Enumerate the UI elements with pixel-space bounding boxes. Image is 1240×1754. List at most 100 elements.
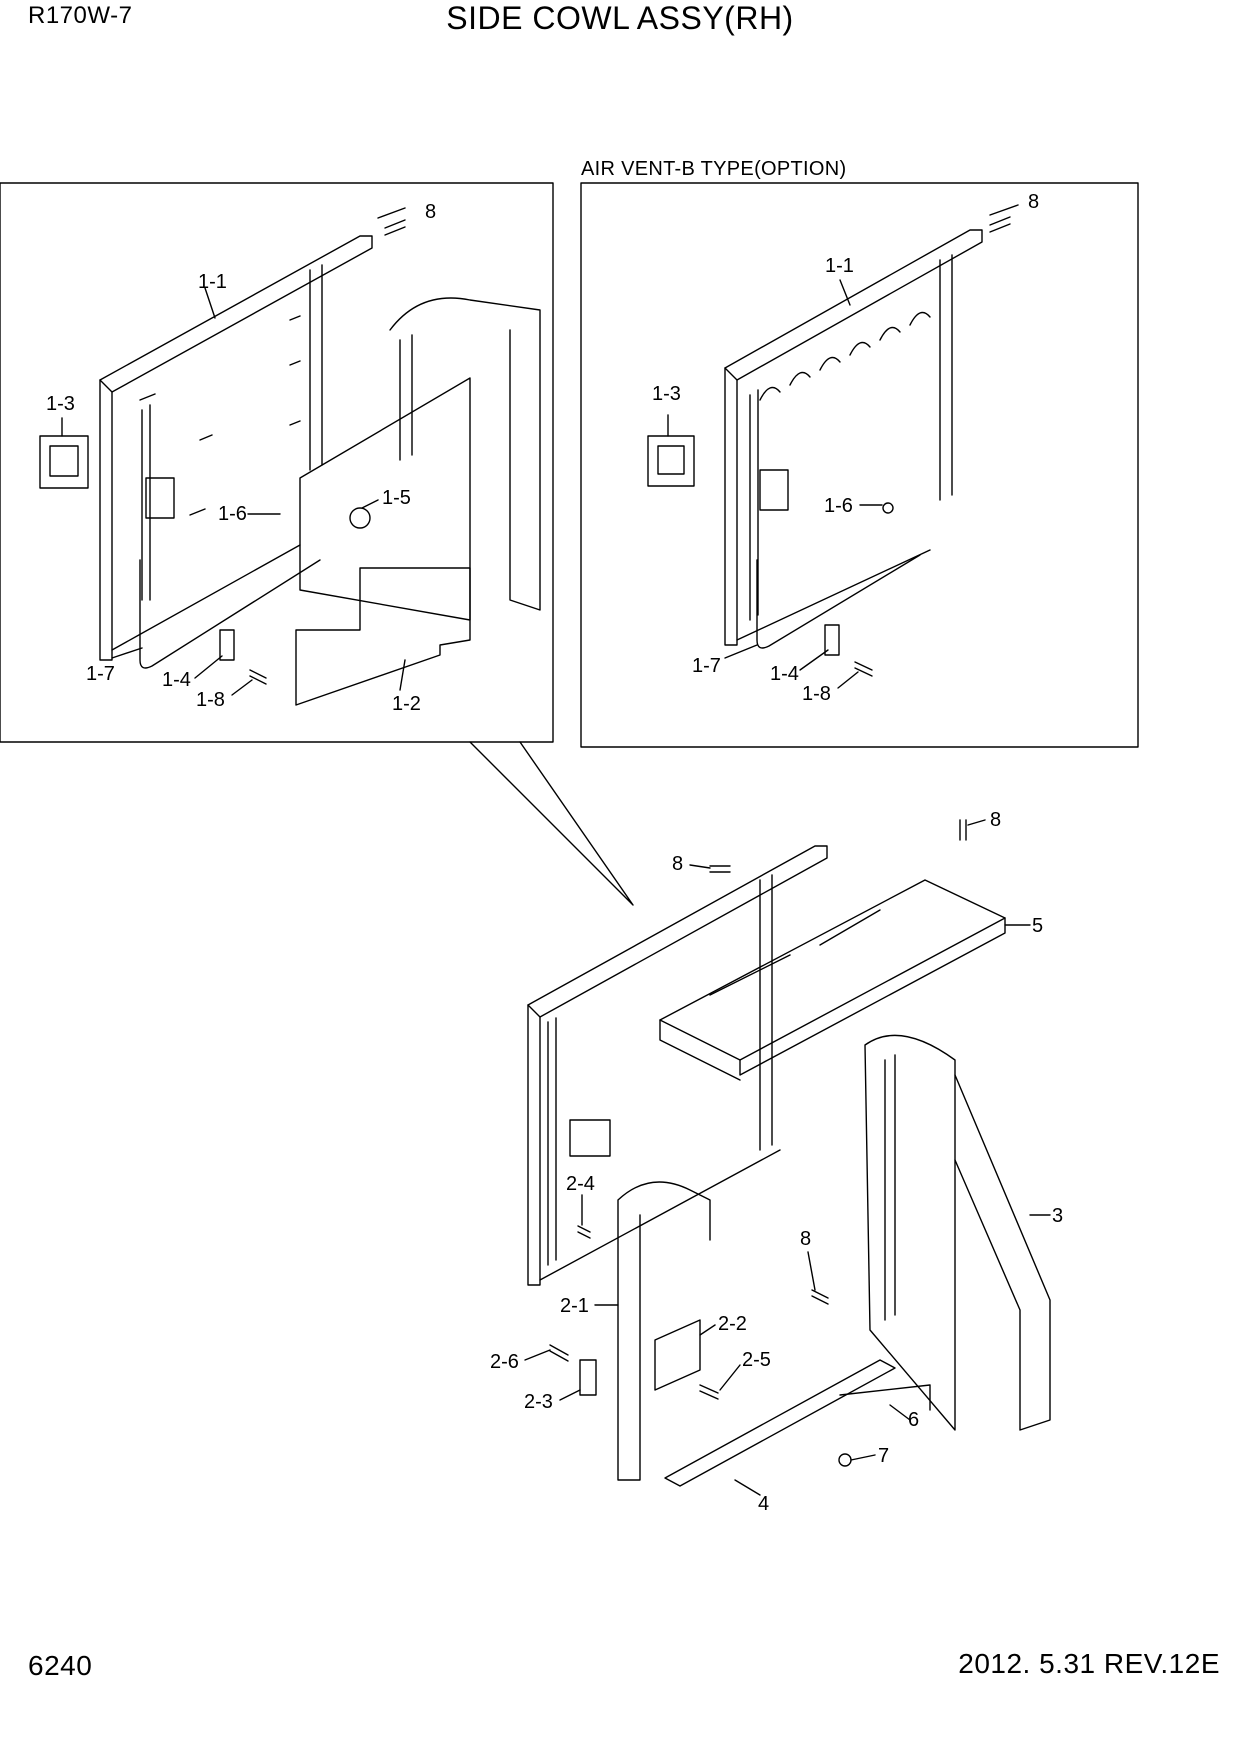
leader-1-1 [204, 287, 216, 319]
page-title: SIDE COWL ASSY(RH) [446, 0, 794, 36]
opt-cowl-slot [759, 469, 789, 511]
label-left-1-5: 1-5 [382, 487, 411, 509]
bracket-5 [659, 879, 1006, 1061]
leader-1-4 [194, 655, 223, 679]
opt-cowl-top-rail [724, 229, 983, 381]
label-left-1-4: 1-4 [162, 669, 191, 691]
main-leader-2-3 [559, 1389, 581, 1401]
bracket-legs [399, 334, 413, 461]
studs [139, 315, 301, 516]
main-leader-4 [734, 1479, 761, 1496]
knob-1-5 [349, 507, 371, 529]
label-main-2-3: 2-3 [524, 1391, 553, 1413]
label-main-2-4: 2-4 [566, 1173, 595, 1195]
right-option-panel [580, 182, 1139, 748]
detail-callout-lines [469, 741, 634, 906]
label-right-1-7: 1-7 [692, 655, 721, 677]
cowl-bottom-rail [111, 544, 301, 651]
opt-leader-1-7 [724, 644, 758, 659]
label-left-1-7: 1-7 [86, 663, 115, 685]
bolt-2-5 [699, 1384, 719, 1400]
opt-clip-1-4 [824, 624, 840, 656]
left-detail-panel [0, 182, 554, 743]
opt-cowl-inner-rail [749, 389, 759, 621]
main-cowl-bottom-rail [539, 1149, 781, 1281]
main-cowl-right-rail [759, 874, 773, 1151]
label-main-2-6: 2-6 [490, 1351, 519, 1373]
clip-1-4 [219, 629, 235, 661]
bolt-8-right [959, 819, 967, 841]
main-leader-2-6 [524, 1349, 551, 1361]
label-left-1-2: 1-2 [392, 693, 421, 715]
stay-3-arm [954, 1074, 1051, 1431]
bracket-behind [389, 297, 541, 611]
bolt-8-left [384, 219, 406, 236]
opt-cowl-left-rail [724, 367, 738, 646]
cowl-inner-rail [141, 404, 151, 601]
cowl-left-rail [99, 379, 113, 661]
leader-1-5 [361, 499, 379, 509]
leader-1-2 [399, 659, 406, 691]
label-main-2-1: 2-1 [560, 1295, 589, 1317]
stay-3-inner [884, 1054, 896, 1321]
rod-6 [839, 1384, 931, 1411]
cowl-right-rail [309, 264, 323, 471]
latch-1-3-inner [49, 445, 79, 477]
label-main-5: 5 [1032, 915, 1043, 937]
label-right-1-8: 1-8 [802, 683, 831, 705]
label-main-8c: 8 [800, 1228, 811, 1250]
label-main-8a: 8 [672, 853, 683, 875]
leader-8 [377, 207, 406, 219]
leader-1-8 [231, 679, 253, 696]
label-right-8: 8 [1028, 191, 1039, 213]
bolt-2-6 [549, 1344, 569, 1362]
opt-leader-1-4 [799, 649, 829, 671]
opt-cowl-bottom-rail [736, 549, 931, 641]
label-right-1-6: 1-6 [824, 495, 853, 517]
bolt-8-top [709, 865, 731, 873]
stay-3-bracket [864, 1034, 956, 1431]
bar-4 [664, 1359, 896, 1487]
bolt-2-4 [577, 1225, 591, 1239]
label-main-8b: 8 [990, 809, 1001, 831]
opt-latch-1-3 [647, 435, 695, 487]
bolt-8-lower [811, 1289, 829, 1305]
label-main-7: 7 [878, 1445, 889, 1467]
label-main-4: 4 [758, 1493, 769, 1515]
air-vent-slots [759, 311, 931, 401]
callout-labels: 8 1-1 1-3 1-5 1-6 1-7 1-4 1-8 1-2 8 1-1 … [46, 191, 1063, 1515]
opt-leader-1-1 [839, 279, 851, 306]
label-main-2-5: 2-5 [742, 1349, 771, 1371]
label-left-1-1: 1-1 [198, 271, 227, 293]
leader-1-7 [111, 647, 143, 659]
main-leader-8b [967, 819, 986, 826]
opt-nut-1-6 [882, 502, 894, 514]
opt-leader-8 [989, 204, 1019, 216]
option-panel-caption: AIR VENT-B TYPE(OPTION) [581, 158, 847, 180]
model-code: R170W-7 [28, 2, 133, 29]
label-right-1-3: 1-3 [652, 383, 681, 405]
bracket-2-1 [617, 1181, 711, 1481]
cowl-slot [145, 477, 175, 519]
opt-cowl-right-rail [939, 254, 953, 501]
bolt-1-8 [249, 669, 267, 685]
right-panel-frame [580, 182, 1139, 748]
cowl-top-rail [99, 235, 373, 393]
label-right-1-4: 1-4 [770, 663, 799, 685]
label-left-1-8: 1-8 [196, 689, 225, 711]
label-main-6: 6 [908, 1409, 919, 1431]
main-leader-2-2 [699, 1324, 716, 1336]
bracket-5-flange [659, 1019, 741, 1081]
label-main-3: 3 [1052, 1205, 1063, 1227]
handle-1-7 [139, 559, 321, 669]
clip-2-3 [579, 1359, 597, 1396]
opt-leader-1-8 [837, 671, 859, 689]
opt-handle-1-7 [756, 554, 921, 649]
main-cowl-slot [569, 1119, 611, 1157]
panel-1-2 [295, 567, 471, 706]
page-number: 6240 [28, 1650, 93, 1681]
label-left-8: 8 [425, 201, 436, 223]
main-leader-2-5 [719, 1364, 741, 1391]
latch-1-3 [39, 435, 89, 489]
